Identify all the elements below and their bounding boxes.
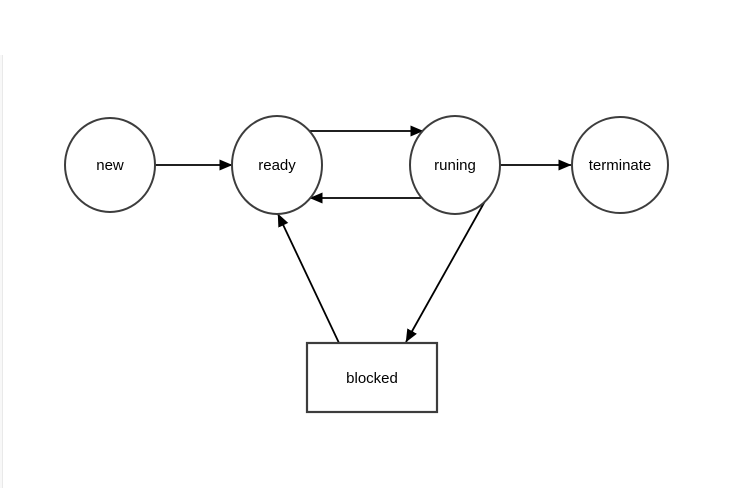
state-label-terminate: terminate [589,157,652,174]
state-node-terminate [571,116,669,214]
state-node-new [64,117,156,213]
canvas-left-edge [0,55,3,488]
state-node-ready [231,115,323,215]
state-label-ready: ready [258,157,296,174]
state-node-runing [409,115,501,215]
state-node-blocked [305,341,439,414]
state-label-runing: runing [434,157,476,174]
edge-blocked-to-ready [277,213,340,344]
edge-runing-to-blocked [405,193,490,343]
state-label-blocked: blocked [346,370,398,387]
state-label-new: new [96,157,124,174]
